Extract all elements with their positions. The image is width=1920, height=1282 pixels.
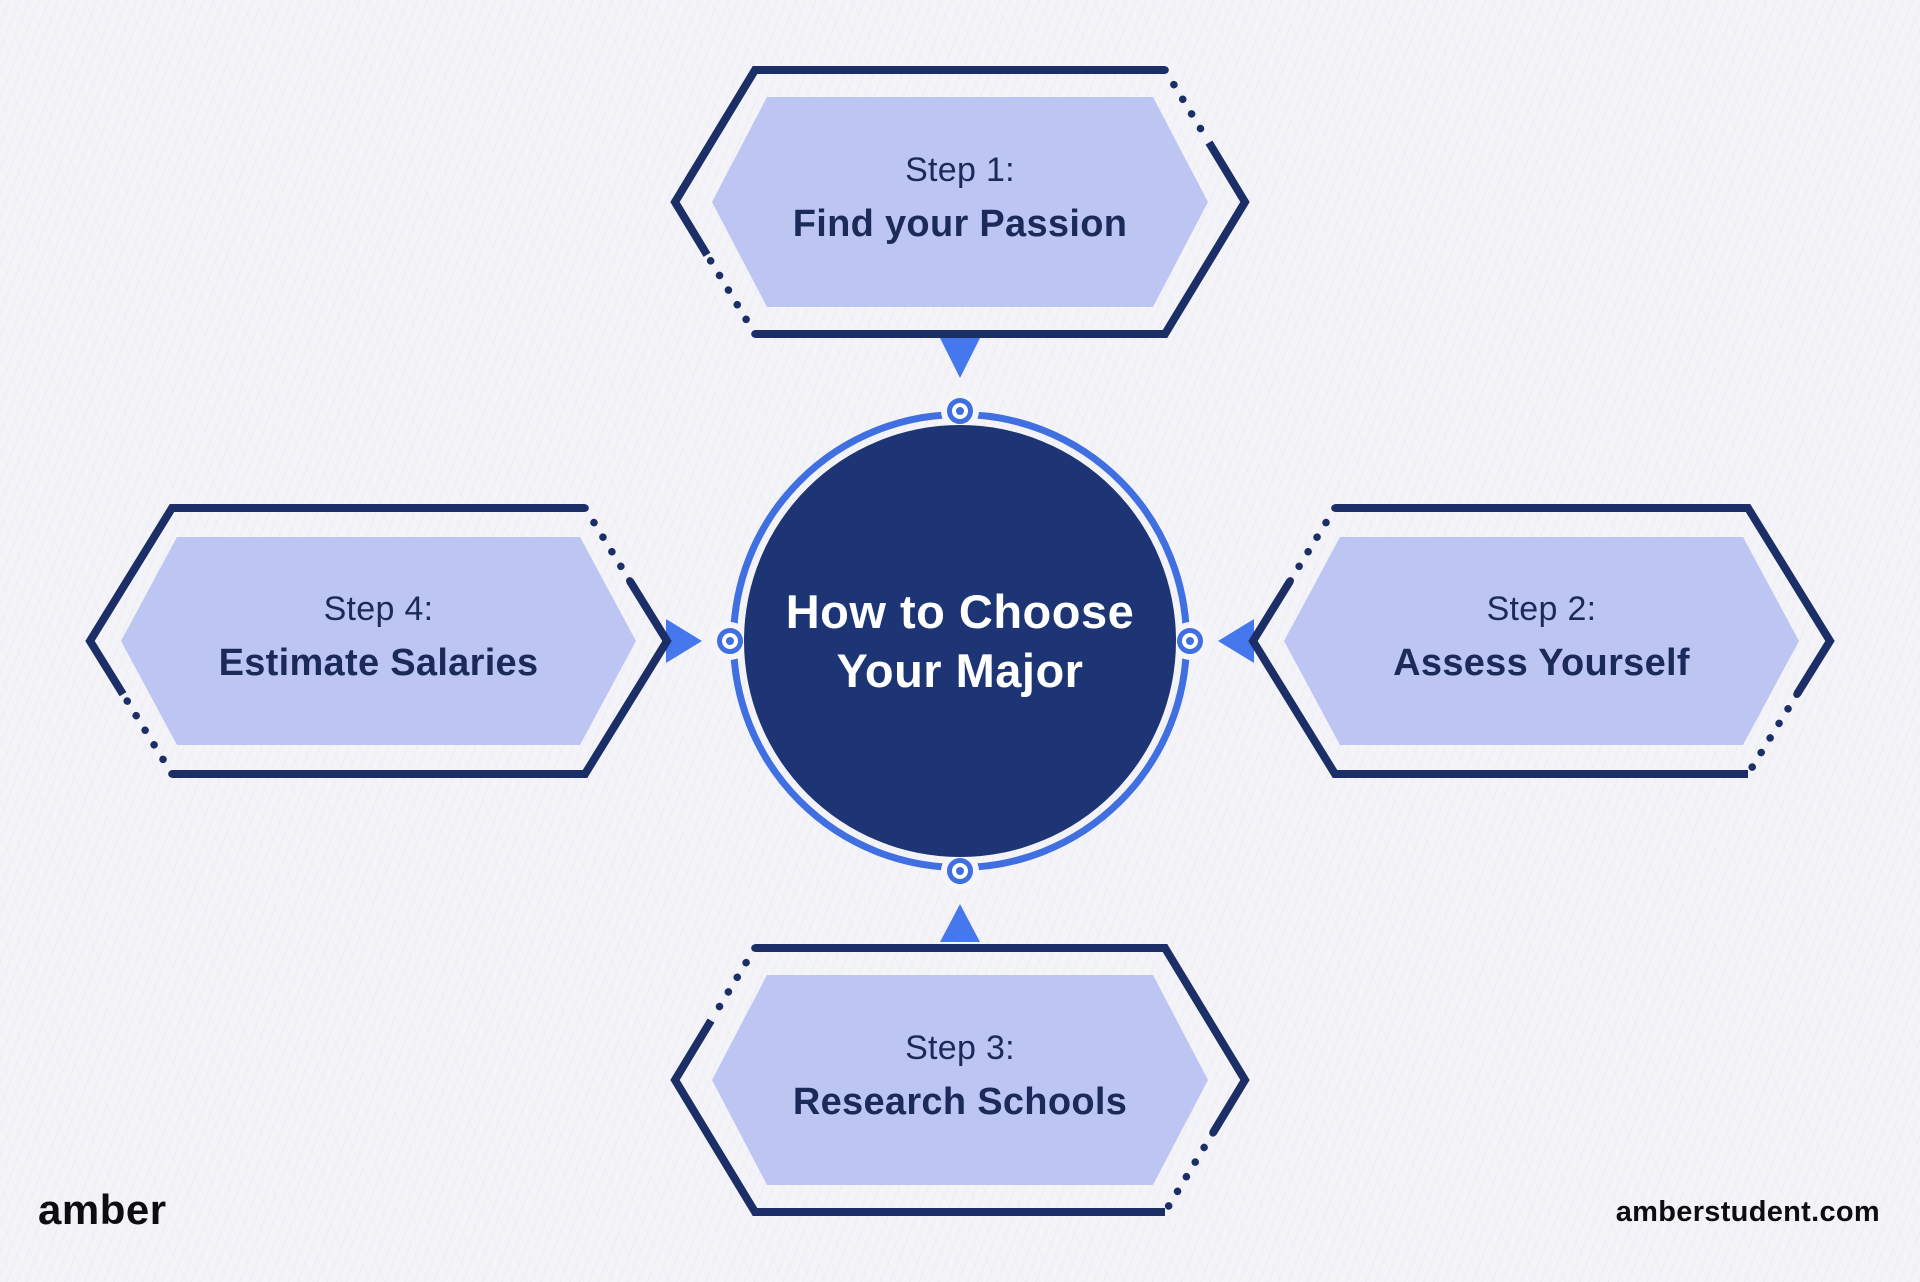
ring-node-top-icon [941, 392, 979, 430]
hexagon-outline [670, 944, 1250, 1216]
step-title: Assess Yourself [1393, 641, 1690, 684]
ring-node-left-icon [711, 622, 749, 660]
step-title: Estimate Salaries [218, 641, 539, 684]
step-label: Step 1: [905, 150, 1015, 189]
diagram-title-line2: Your Major [836, 644, 1084, 697]
connector-arrow-top-icon [940, 338, 980, 378]
ring-node-right-icon [1171, 622, 1209, 660]
hexagon-outline-dotted [707, 944, 1217, 1216]
hexagon-fill [1284, 537, 1799, 745]
hexagon-fill [121, 537, 636, 745]
ring-node-circle [947, 858, 973, 884]
center-circle: How to Choose Your Major [744, 425, 1176, 857]
hexagon-outline-dotted [1286, 504, 1801, 778]
step-hexagon-left: Step 4: Estimate Salaries [85, 501, 672, 781]
step-hexagon-top: Step 1: Find your Passion [670, 63, 1250, 341]
hexagon-outline-dotted [119, 504, 634, 778]
hexagon-shape [1248, 504, 1835, 778]
hexagon-outline [1248, 504, 1835, 778]
amber-logo: amber [38, 1186, 167, 1233]
step-title: Research Schools [792, 1080, 1128, 1123]
hexagon-shape [670, 66, 1250, 338]
step-hexagon-right: Step 2: Assess Yourself [1248, 501, 1835, 781]
ring-node-circle [717, 628, 743, 654]
diagram-title-line1: How to Choose [785, 585, 1135, 638]
ring-node-circle [1177, 628, 1203, 654]
hexagon-outline [85, 504, 672, 778]
connector-arrow-bottom-icon [940, 904, 980, 942]
hexagon-shape [85, 504, 672, 778]
step-hexagon-bottom: Step 3: Research Schools [670, 941, 1250, 1219]
hexagon-outline-dotted [703, 66, 1213, 338]
step-label: Step 2: [1486, 589, 1597, 628]
step-label: Step 3: [905, 1028, 1015, 1067]
hexagon-fill [712, 975, 1208, 1185]
hexagon-shape [670, 944, 1250, 1216]
ring-node-bottom-icon [941, 852, 979, 890]
hexagon-fill [712, 97, 1208, 307]
ring-node-circle [947, 398, 973, 424]
footer-website: amberstudent.com [1615, 1196, 1880, 1228]
diagram-title: How to Choose Your Major [786, 582, 1135, 700]
step-label: Step 4: [323, 589, 434, 628]
hexagon-outline [670, 66, 1250, 338]
step-title: Find your Passion [792, 202, 1128, 245]
